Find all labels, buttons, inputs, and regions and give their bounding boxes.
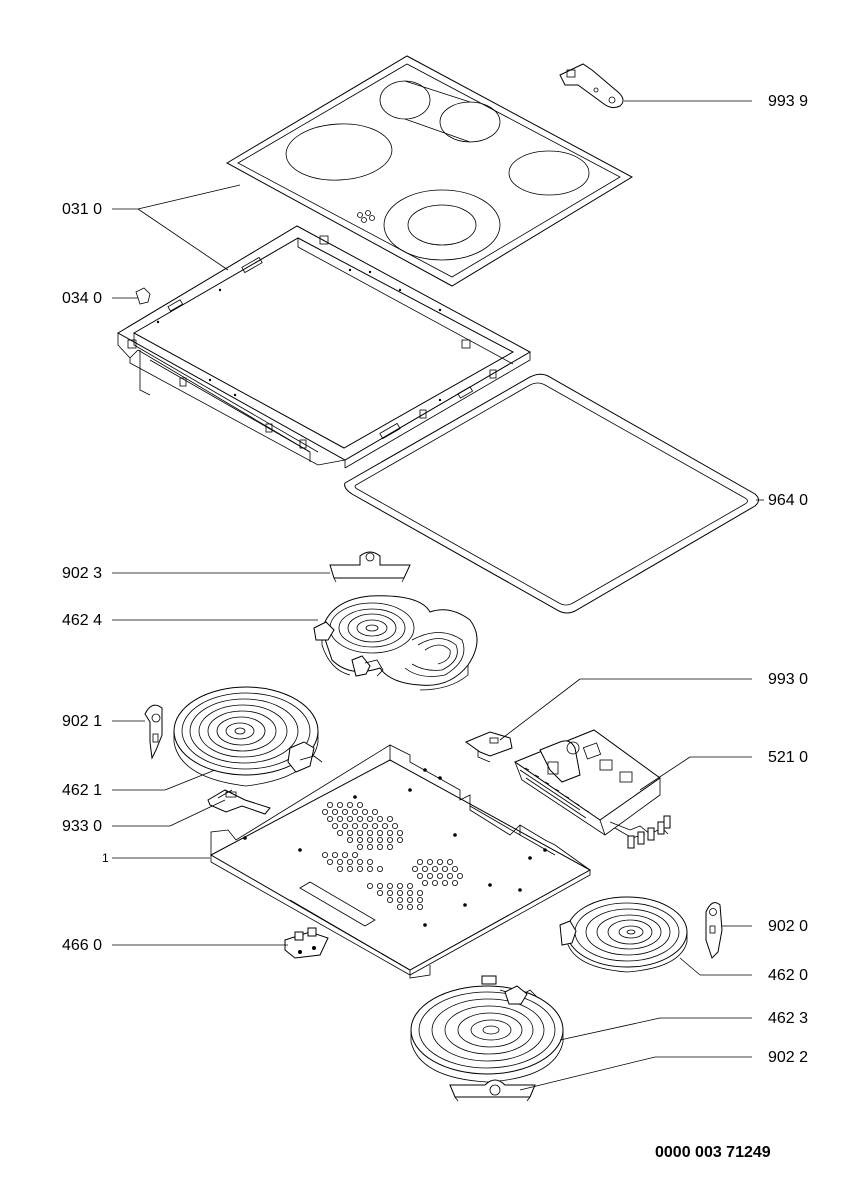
terminal-block xyxy=(284,927,329,959)
label-031-0: 031 0 xyxy=(62,201,102,218)
label-462-1: 462 1 xyxy=(62,782,102,799)
label-521-0: 521 0 xyxy=(768,749,808,766)
round-hotplate-right xyxy=(559,896,688,973)
label-902-2: 902 2 xyxy=(768,1049,808,1066)
seal-gasket xyxy=(344,373,759,614)
dual-zone-hotplate xyxy=(313,595,478,691)
label-993-0: 993 0 xyxy=(768,671,808,688)
control-unit xyxy=(513,729,671,849)
cooktop-frame xyxy=(117,225,532,469)
label-462-4: 462 4 xyxy=(62,612,102,629)
label-902-0: 902 0 xyxy=(768,918,808,935)
mounting-bracket-left xyxy=(144,704,163,760)
ventilation-holes-upper xyxy=(321,802,403,851)
mounting-bracket-top xyxy=(329,551,411,583)
label-993-9: 993 9 xyxy=(768,93,808,110)
label-902-1: 902 1 xyxy=(62,713,102,730)
part-labels: 993 9 031 0 034 0 964 0 902 3 462 4 993 … xyxy=(62,93,808,1161)
bracket-part xyxy=(559,63,624,109)
leader-lines xyxy=(112,100,764,1091)
label-902-3: 902 3 xyxy=(62,565,102,582)
ventilation-holes-lower-left xyxy=(321,852,423,911)
sensor-part xyxy=(207,789,271,815)
label-933-0: 933 0 xyxy=(62,818,102,835)
base-plate xyxy=(209,744,592,979)
round-hotplate-left xyxy=(173,686,323,787)
round-hotplate-large xyxy=(410,975,564,1083)
mounting-bracket-bottom xyxy=(449,1079,536,1102)
label-466-0: 466 0 xyxy=(62,937,102,954)
contact-bracket xyxy=(464,731,513,763)
label-034-0: 034 0 xyxy=(62,290,102,307)
document-code: 0000 003 71249 xyxy=(655,1144,771,1161)
label-964-0: 964 0 xyxy=(768,492,808,509)
mounting-bracket-right xyxy=(705,902,723,959)
label-462-0: 462 0 xyxy=(768,967,808,984)
control-dots xyxy=(357,210,375,223)
label-1: 1 xyxy=(102,851,109,865)
glass-ceramic-top xyxy=(225,55,634,287)
label-462-3: 462 3 xyxy=(768,1010,808,1027)
ventilation-holes-lower-right xyxy=(411,859,463,887)
